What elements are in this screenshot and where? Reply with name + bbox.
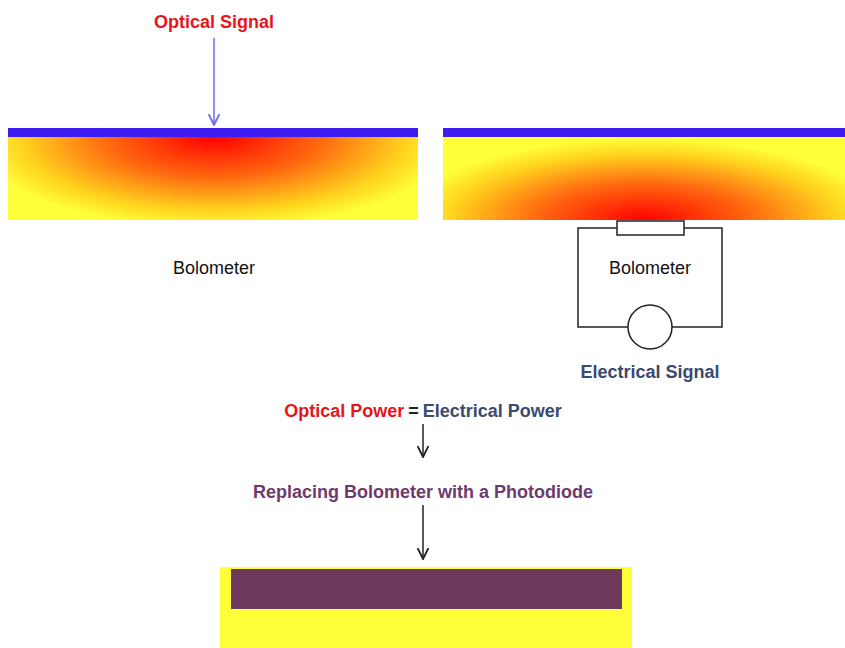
signal-arrow bbox=[213, 38, 215, 125]
absorber-layer bbox=[443, 128, 845, 137]
absorber-layer bbox=[8, 128, 418, 137]
heated-slab bbox=[443, 137, 845, 220]
text-label: Replacing Bolometer with a Photodiode bbox=[253, 481, 593, 503]
text-label: = bbox=[408, 400, 419, 422]
text-label: Bolometer bbox=[609, 257, 691, 279]
text-label: Optical Signal bbox=[154, 11, 274, 33]
flow-arrow bbox=[422, 505, 424, 559]
text-label: Optical Power bbox=[284, 400, 404, 422]
text-label: Electrical Power bbox=[423, 400, 562, 422]
photodiode-region bbox=[231, 569, 622, 609]
text-label: Bolometer bbox=[173, 257, 255, 279]
flow-arrow bbox=[422, 424, 424, 457]
resistor-symbol bbox=[617, 221, 684, 235]
text-label: Electrical Signal bbox=[580, 361, 719, 383]
equation-row: Optical Power=Electrical Power bbox=[284, 400, 562, 422]
heated-slab bbox=[8, 137, 418, 220]
meter-symbol bbox=[628, 305, 672, 349]
substrate bbox=[220, 567, 632, 648]
